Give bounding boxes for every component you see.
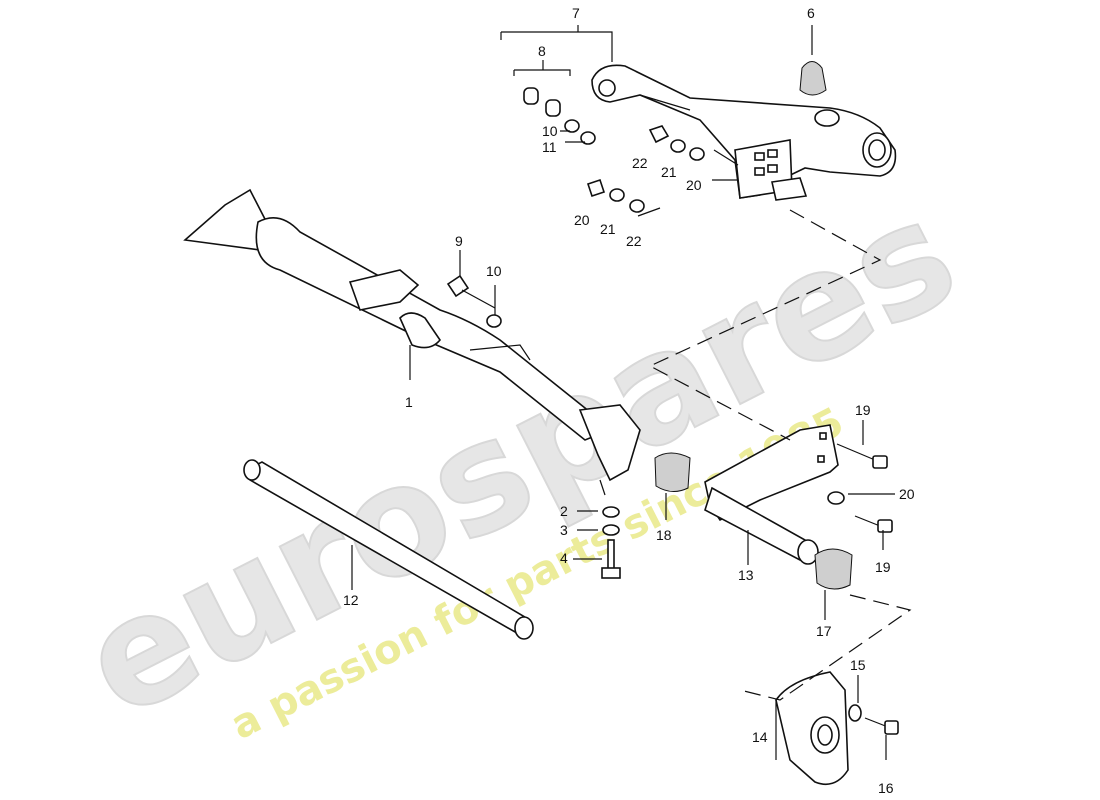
callout-21-upper: 21 — [661, 164, 677, 180]
callout-19-upper: 19 — [855, 402, 871, 418]
callout-10-axle: 10 — [486, 263, 502, 279]
callout-19-lower: 19 — [875, 559, 891, 575]
leader-lines — [351, 25, 895, 760]
bump-stop-part-6 — [799, 61, 827, 96]
callout-13: 13 — [738, 567, 754, 583]
watermark: eurospares a passion for parts since 198… — [56, 165, 982, 753]
callout-7: 7 — [572, 5, 580, 21]
callout-22-middle: 22 — [626, 233, 642, 249]
spring-plate-part-13 — [704, 424, 839, 565]
cover-hardware-15-16 — [848, 704, 899, 735]
callout-14: 14 — [752, 729, 768, 745]
callout-17: 17 — [816, 623, 832, 639]
arm-bushings-part-8 — [523, 87, 596, 145]
callout-6: 6 — [807, 5, 815, 21]
watermark-brand: eurospares — [57, 166, 981, 752]
plate-bolts-19-20 — [827, 443, 893, 533]
bushing-part-18 — [654, 452, 691, 492]
callout-16: 16 — [878, 780, 894, 796]
callout-3: 3 — [560, 522, 568, 538]
callout-10-upper: 10 — [542, 123, 558, 139]
torsion-bar-part-12 — [243, 459, 534, 640]
callout-11: 11 — [542, 139, 557, 155]
callout-2: 2 — [560, 503, 568, 519]
callout-9: 9 — [455, 233, 463, 249]
bolt-stack-2-3-4 — [601, 506, 621, 579]
callout-20-upper: 20 — [686, 177, 702, 193]
assembly-lines — [648, 209, 912, 701]
callout-20-lower: 20 — [899, 486, 915, 502]
callout-4: 4 — [560, 550, 568, 566]
mount-hardware-20-21-22 — [586, 125, 705, 213]
cover-part-14 — [775, 671, 849, 786]
callout-12: 12 — [343, 592, 359, 608]
callout-8: 8 — [538, 43, 546, 59]
axle-tube-part-1 — [183, 188, 641, 496]
callout-labels: 7 6 8 10 11 22 21 20 20 21 22 9 10 1 19 … — [343, 5, 915, 796]
callout-21-middle: 21 — [600, 221, 616, 237]
trailing-arm-part-7 — [591, 64, 897, 201]
callout-18: 18 — [656, 527, 672, 543]
callout-22-upper: 22 — [632, 155, 648, 171]
callout-20-middle: 20 — [574, 212, 590, 228]
bushing-part-17 — [814, 548, 853, 590]
callout-1: 1 — [405, 394, 413, 410]
axle-bolt-part-9 — [446, 274, 502, 328]
callout-15: 15 — [850, 657, 866, 673]
